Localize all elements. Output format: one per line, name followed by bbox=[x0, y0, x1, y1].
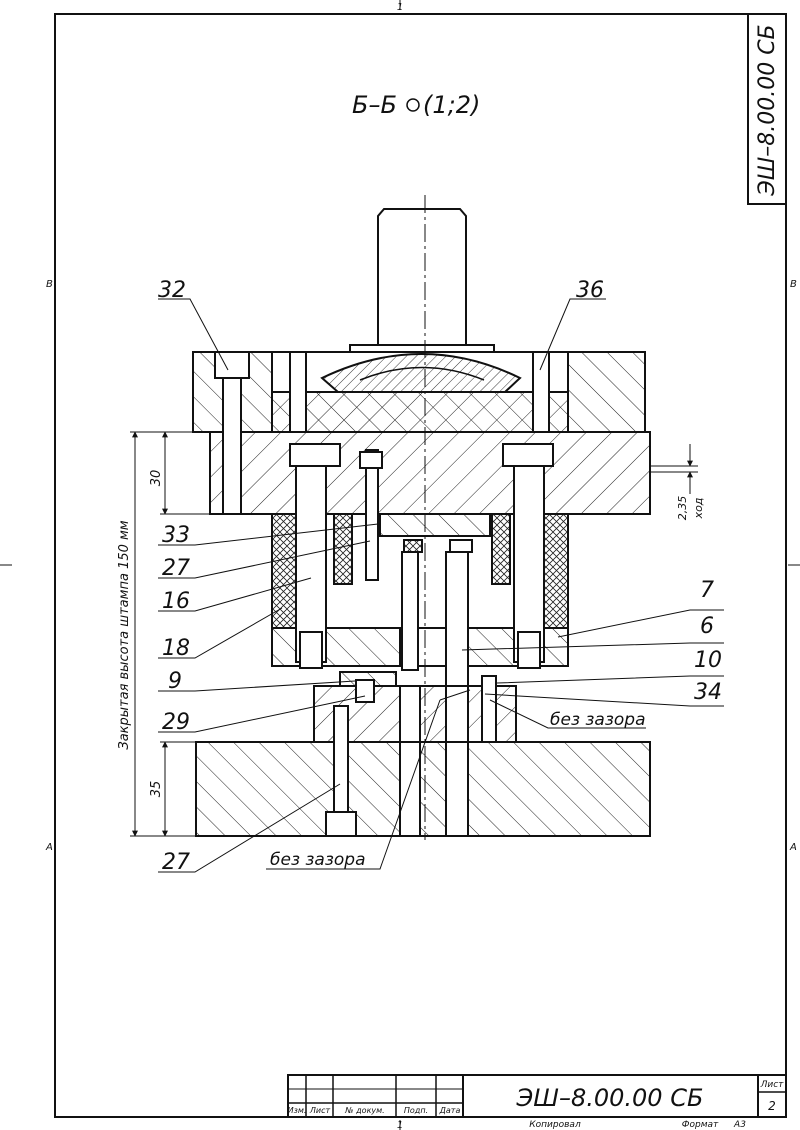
upper-plate bbox=[192, 344, 646, 433]
callout-10: 10 bbox=[694, 648, 722, 673]
closed-height-note: Закрытая высота штампа 150 мм bbox=[117, 520, 132, 749]
title-block bbox=[287, 1074, 787, 1118]
callout-29: 29 bbox=[162, 710, 190, 735]
col-date: Дата bbox=[439, 1106, 461, 1115]
fasteners bbox=[214, 351, 550, 669]
col-izm: Изм. bbox=[288, 1106, 307, 1115]
stamp-code: ЭШ–8.00.00 СБ bbox=[755, 24, 780, 196]
dimension-lines bbox=[130, 431, 698, 837]
callout-32: 32 bbox=[158, 278, 186, 303]
sheet-number: 2 bbox=[768, 1099, 776, 1113]
format-label: Формат bbox=[682, 1120, 719, 1130]
callouts: 32 36 33 27 16 18 9 29 27 7 6 10 34 без … bbox=[158, 278, 722, 875]
section-title: Б–Б bbox=[352, 91, 397, 119]
zone-top-label: 1 bbox=[397, 2, 403, 13]
callout-7: 7 bbox=[700, 578, 714, 603]
dimension-30: 30 bbox=[149, 470, 164, 487]
base-plate bbox=[195, 705, 651, 837]
zone-right-upper: B bbox=[790, 279, 797, 290]
format-value: А3 bbox=[733, 1120, 746, 1130]
col-sign: Подп. bbox=[404, 1106, 428, 1115]
rotation-icon bbox=[406, 98, 420, 112]
shank bbox=[377, 208, 467, 346]
col-list: Лист bbox=[309, 1106, 331, 1115]
zone-left-upper: B bbox=[46, 279, 53, 290]
title-designation: ЭШ–8.00.00 СБ bbox=[516, 1084, 704, 1112]
stroke-value: 2,35 bbox=[676, 496, 689, 521]
section-scale: (1;2) bbox=[423, 91, 480, 119]
callout-36: 36 bbox=[576, 278, 604, 303]
zone-bottom-label: 1 bbox=[397, 1120, 403, 1130]
sheet-label: Лист bbox=[760, 1080, 785, 1090]
stroke-label: ход bbox=[692, 498, 705, 520]
punch-holder bbox=[209, 431, 651, 515]
callout-6: 6 bbox=[700, 614, 714, 639]
callout-9: 9 bbox=[168, 669, 182, 694]
callout-27-upper: 27 bbox=[162, 556, 190, 581]
callout-33: 33 bbox=[162, 523, 190, 548]
leader-lines bbox=[158, 298, 724, 873]
callout-16: 16 bbox=[162, 589, 190, 614]
callout-18: 18 bbox=[162, 636, 190, 661]
gap-note-right: без зазора bbox=[550, 710, 646, 730]
zone-left-lower: A bbox=[45, 842, 53, 853]
gap-note-bottom: без зазора bbox=[270, 850, 366, 870]
copied-label: Копировал bbox=[529, 1120, 581, 1130]
callout-34: 34 bbox=[694, 680, 722, 705]
stamp-box: ЭШ–8.00.00 СБ bbox=[747, 13, 787, 205]
zone-right-lower: A bbox=[789, 842, 797, 853]
dimension-35: 35 bbox=[149, 781, 164, 798]
col-doc: № докум. bbox=[344, 1106, 384, 1115]
callout-27-lower: 27 bbox=[162, 850, 190, 875]
